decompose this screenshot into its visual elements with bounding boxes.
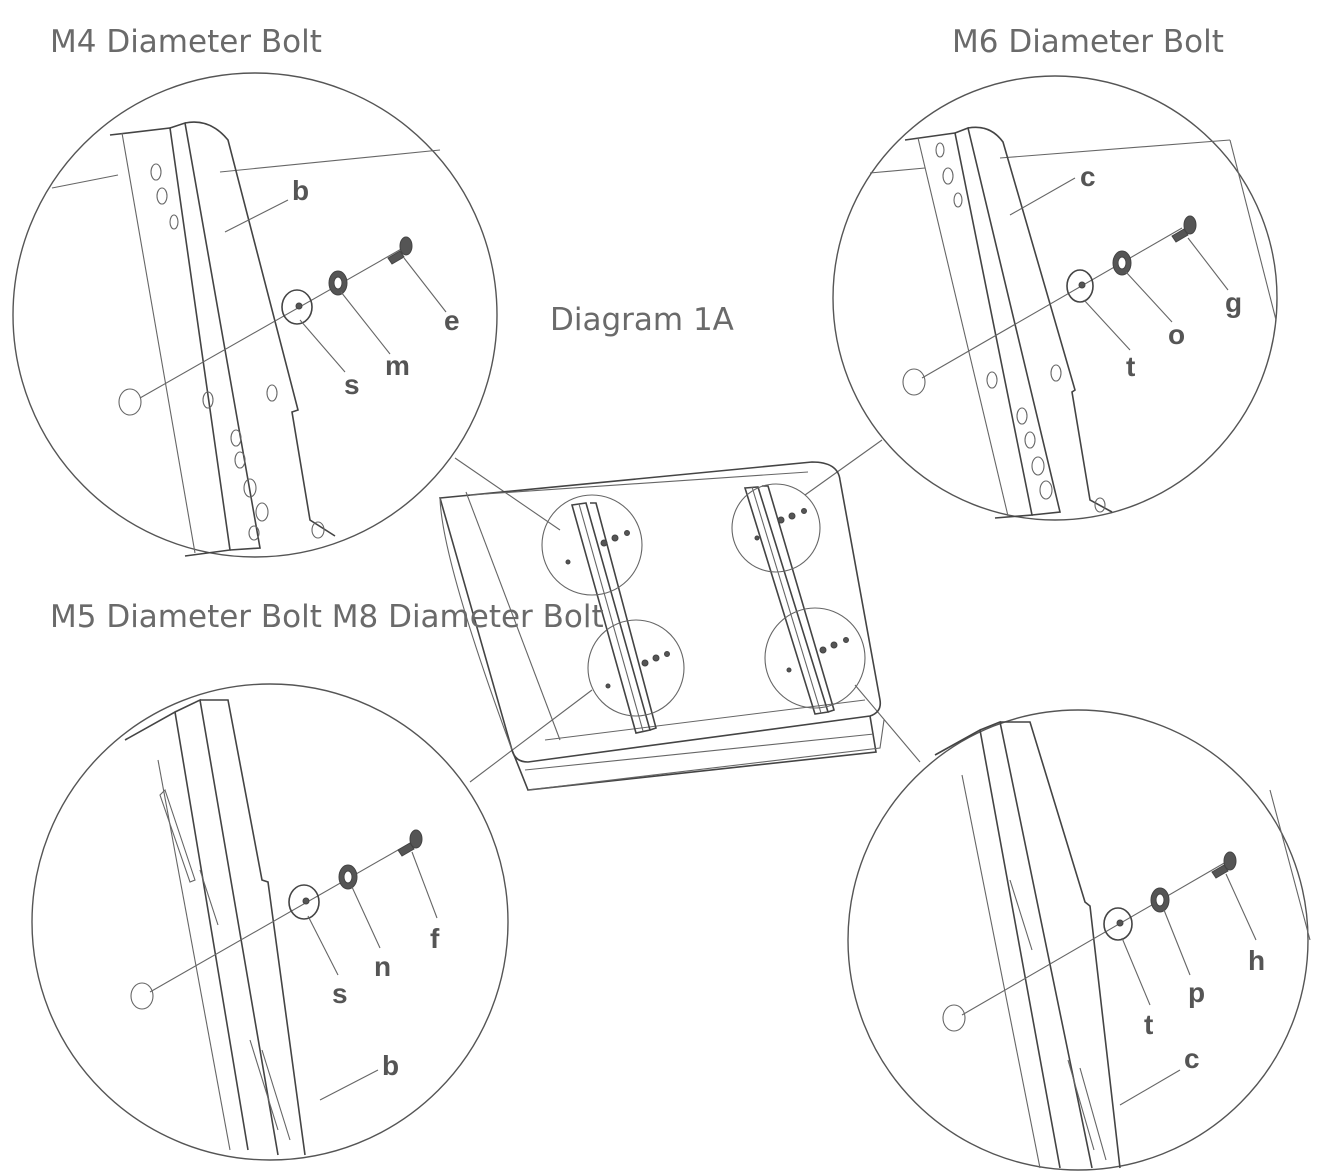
detail-top-right: c g o t bbox=[832, 75, 1278, 521]
bracket-label-b2: b bbox=[382, 1050, 399, 1081]
washer-label-o: o bbox=[1168, 319, 1185, 350]
screw-label-h: h bbox=[1248, 945, 1265, 976]
detail-bottom-right: h p t c bbox=[847, 709, 1311, 1171]
heading-diagram-1a: Diagram 1A bbox=[550, 302, 734, 338]
screw-label-f: f bbox=[430, 923, 440, 954]
heading-m5-m8: M5 Diameter Bolt M8 Diameter Bolt bbox=[50, 599, 604, 635]
heading-m4: M4 Diameter Bolt bbox=[50, 24, 322, 60]
bracket-label-b: b bbox=[292, 175, 309, 206]
spacer-label-s: s bbox=[344, 369, 360, 400]
bracket-label-c2: c bbox=[1184, 1043, 1200, 1074]
leader-lines bbox=[454, 439, 921, 783]
screw-label-g: g bbox=[1225, 287, 1242, 318]
tv-panel bbox=[438, 461, 885, 791]
washer-label-n: n bbox=[374, 951, 391, 982]
spacer-label-t2: t bbox=[1144, 1009, 1153, 1040]
washer-label-p: p bbox=[1188, 977, 1205, 1008]
spacer-label-s2: s bbox=[332, 978, 348, 1009]
bracket-label-c: c bbox=[1080, 161, 1096, 192]
detail-top-left: b e m s bbox=[12, 72, 498, 558]
heading-m6: M6 Diameter Bolt bbox=[952, 24, 1224, 60]
detail-bottom-left: f n s b bbox=[31, 683, 509, 1161]
spacer-label-t: t bbox=[1126, 351, 1135, 382]
screw-label-e: e bbox=[444, 305, 460, 336]
washer-label-m: m bbox=[385, 350, 410, 381]
